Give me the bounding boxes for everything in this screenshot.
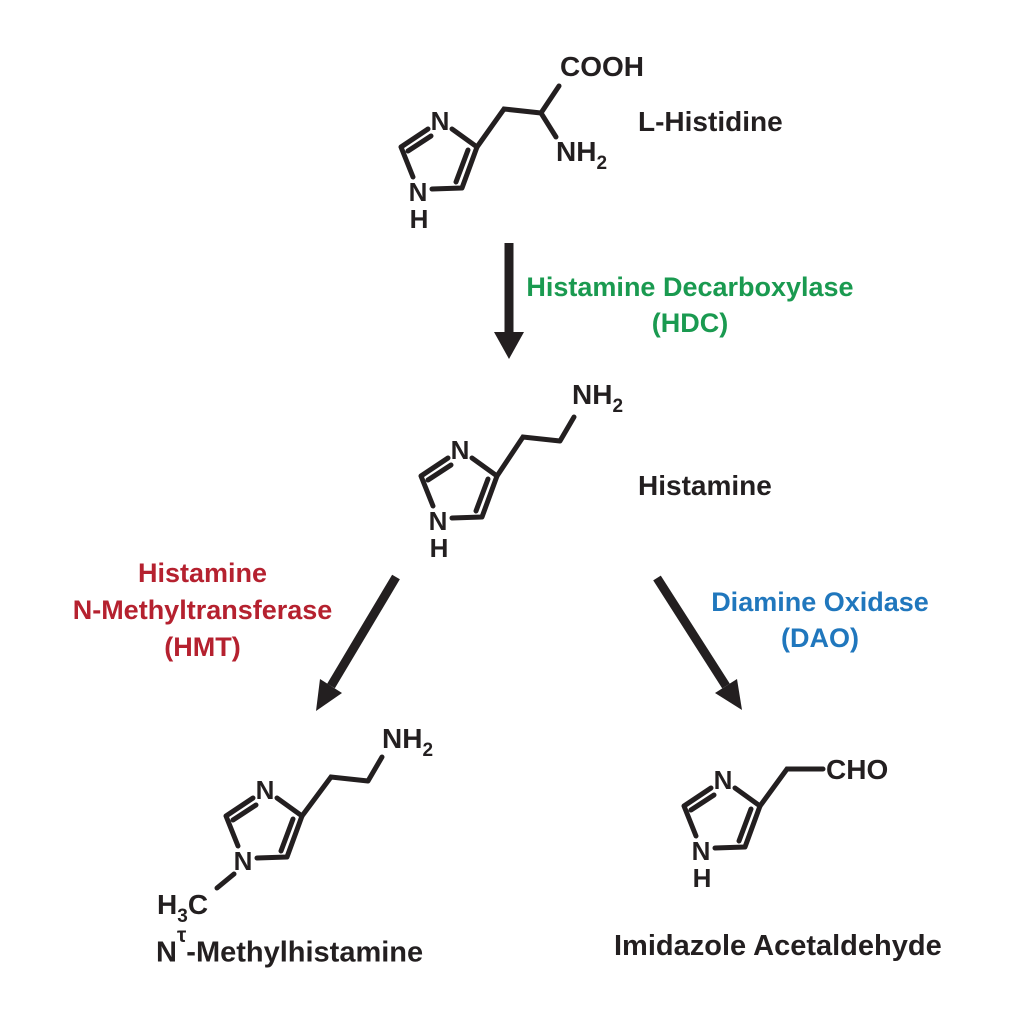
hmt-enzyme-label: Histamine N-Methyltransferase (HMT) — [45, 555, 360, 666]
l-histidine-name: L-Histidine — [638, 106, 783, 137]
imidazole-ring: N N H — [418, 435, 500, 563]
hmt-enzyme-abbr: (HMT) — [164, 632, 241, 662]
dao-arrow-icon — [653, 575, 742, 710]
methylhistamine-name-rest: -Methylhistamine — [186, 936, 424, 969]
methylhistamine-name-n: N — [156, 936, 177, 969]
amine-label: NH2 — [556, 136, 607, 174]
cooh-label: COOH — [560, 51, 644, 82]
ring-h-label: H — [430, 533, 449, 563]
dao-enzyme-abbr: (DAO) — [781, 623, 859, 653]
hmt-arrow-icon — [316, 574, 400, 711]
imidazole-ring: N N — [223, 775, 305, 876]
methylhistamine-structure: N N NH2 H3C — [157, 723, 433, 927]
ring-n-label: N — [451, 435, 470, 465]
side-chain-bonds — [757, 766, 826, 809]
methylhistamine-name: Nτ-Methylhistamine — [156, 924, 424, 970]
l-histidine-structure: N N H COOH NH2 — [398, 51, 644, 234]
tau-superscript: τ — [176, 923, 187, 947]
ring-nh-label: N — [692, 836, 711, 866]
ring-n-methyl-label: N — [234, 846, 253, 876]
hmt-enzyme-line2: N-Methyltransferase — [72, 595, 333, 625]
ring-h-label: H — [410, 204, 429, 234]
side-chain-bonds — [474, 83, 562, 150]
amine-label: NH2 — [382, 723, 433, 761]
amine-label: NH2 — [572, 379, 623, 417]
side-chain-bonds — [299, 754, 385, 819]
dao-enzyme-label: Diamine Oxidase (DAO) — [655, 584, 985, 656]
histamine-structure: N N H NH2 — [418, 379, 623, 563]
methyl-label: H3C — [157, 889, 208, 927]
ring-n-label: N — [431, 106, 450, 136]
hdc-enzyme-label: Histamine Decarboxylase (HDC) — [510, 269, 870, 341]
acetaldehyde-structure: N N H CHO — [681, 754, 888, 893]
ring-nh-label: N — [409, 177, 428, 207]
ring-n-label: N — [256, 775, 275, 805]
histamine-name: Histamine — [638, 470, 772, 501]
hmt-enzyme-line1: Histamine — [137, 558, 268, 588]
methyl-bond — [214, 871, 237, 891]
hdc-arrow-icon — [494, 243, 524, 359]
hdc-enzyme-abbr: (HDC) — [651, 308, 729, 338]
hdc-enzyme-name: Histamine Decarboxylase — [526, 272, 854, 302]
side-chain-bonds — [494, 414, 577, 479]
cho-label: CHO — [826, 754, 888, 785]
ring-nh-label: N — [429, 506, 448, 536]
imidazole-ring: N N H — [681, 765, 763, 893]
dao-enzyme-name: Diamine Oxidase — [711, 587, 929, 617]
imidazole-ring: N N H — [398, 106, 480, 234]
acetaldehyde-name: Imidazole Acetaldehyde — [614, 930, 942, 962]
ring-n-label: N — [714, 765, 733, 795]
ring-h-label: H — [693, 863, 712, 893]
